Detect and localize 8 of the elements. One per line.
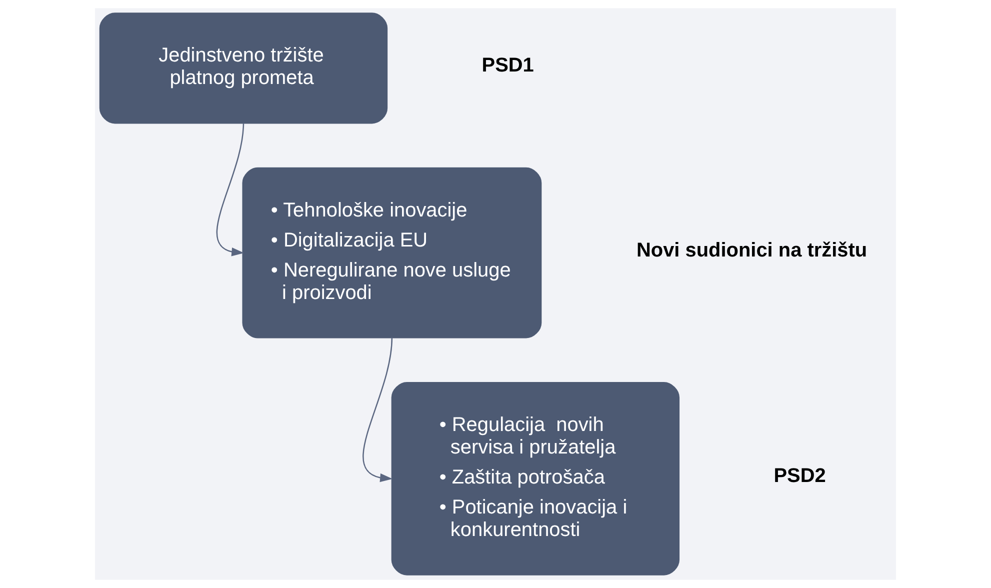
arrow: [216, 123, 244, 256]
label: Novi sudionici na tržištu: [636, 239, 868, 262]
label: PSD1: [482, 54, 534, 77]
node-box: • Tehnološke inovacije • Digitalizacija EU • Neregulirane nove usluge i proizvodi: [242, 167, 542, 338]
node-box: • Regulacija novih servisa i pružatelja • Zaštita potrošača • Poticanje inovacija i konkurentnosti: [391, 382, 680, 576]
arrow: [362, 338, 393, 482]
label: PSD2: [774, 465, 826, 488]
node-box: Jedinstveno tržište platnog prometa: [99, 12, 388, 124]
